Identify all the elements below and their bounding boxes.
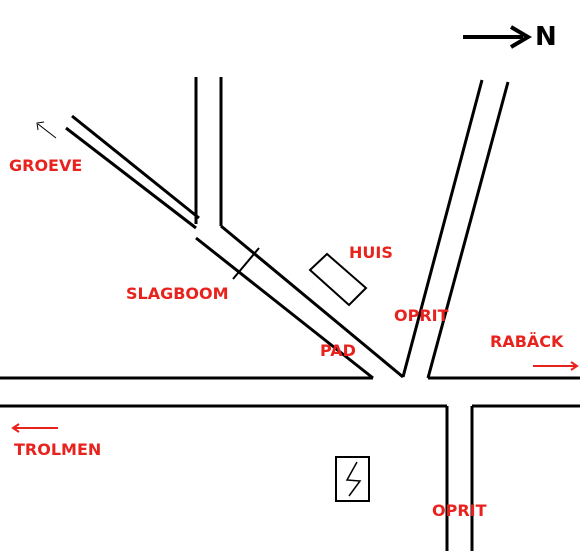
pad-lower-edge bbox=[195, 236, 374, 380]
trolmen-arrow-head bbox=[11, 423, 20, 433]
label-huis: HUIS bbox=[349, 243, 393, 262]
groeve-arrow-head bbox=[36, 121, 45, 131]
upper-driveway-right-edge bbox=[426, 81, 510, 379]
pad-upper-edge bbox=[220, 224, 404, 379]
label-oprit-lower: OPRIT bbox=[432, 501, 487, 520]
label-oprit-upper: OPRIT bbox=[394, 306, 449, 325]
groeve-track-lower-edge bbox=[65, 126, 197, 230]
raback-arrow-head bbox=[570, 361, 579, 371]
lightning-box bbox=[335, 456, 370, 502]
groeve-track-upper-edge bbox=[71, 114, 200, 220]
upper-driveway-left-edge bbox=[401, 79, 484, 378]
house-rectangle-icon bbox=[308, 252, 368, 307]
label-slagboom: SLAGBOOM bbox=[126, 284, 229, 303]
label-pad: PAD bbox=[320, 341, 356, 360]
label-trolmen: TROLMEN bbox=[14, 440, 102, 459]
label-groeve: GROEVE bbox=[9, 156, 83, 175]
groeve-arrow-shaft bbox=[37, 123, 57, 139]
label-raback: RABÄCK bbox=[490, 332, 564, 351]
north-arrow-head bbox=[509, 25, 532, 49]
lightning-icon bbox=[345, 461, 362, 497]
north-letter: N bbox=[535, 22, 557, 52]
barrier-icon bbox=[232, 247, 260, 280]
